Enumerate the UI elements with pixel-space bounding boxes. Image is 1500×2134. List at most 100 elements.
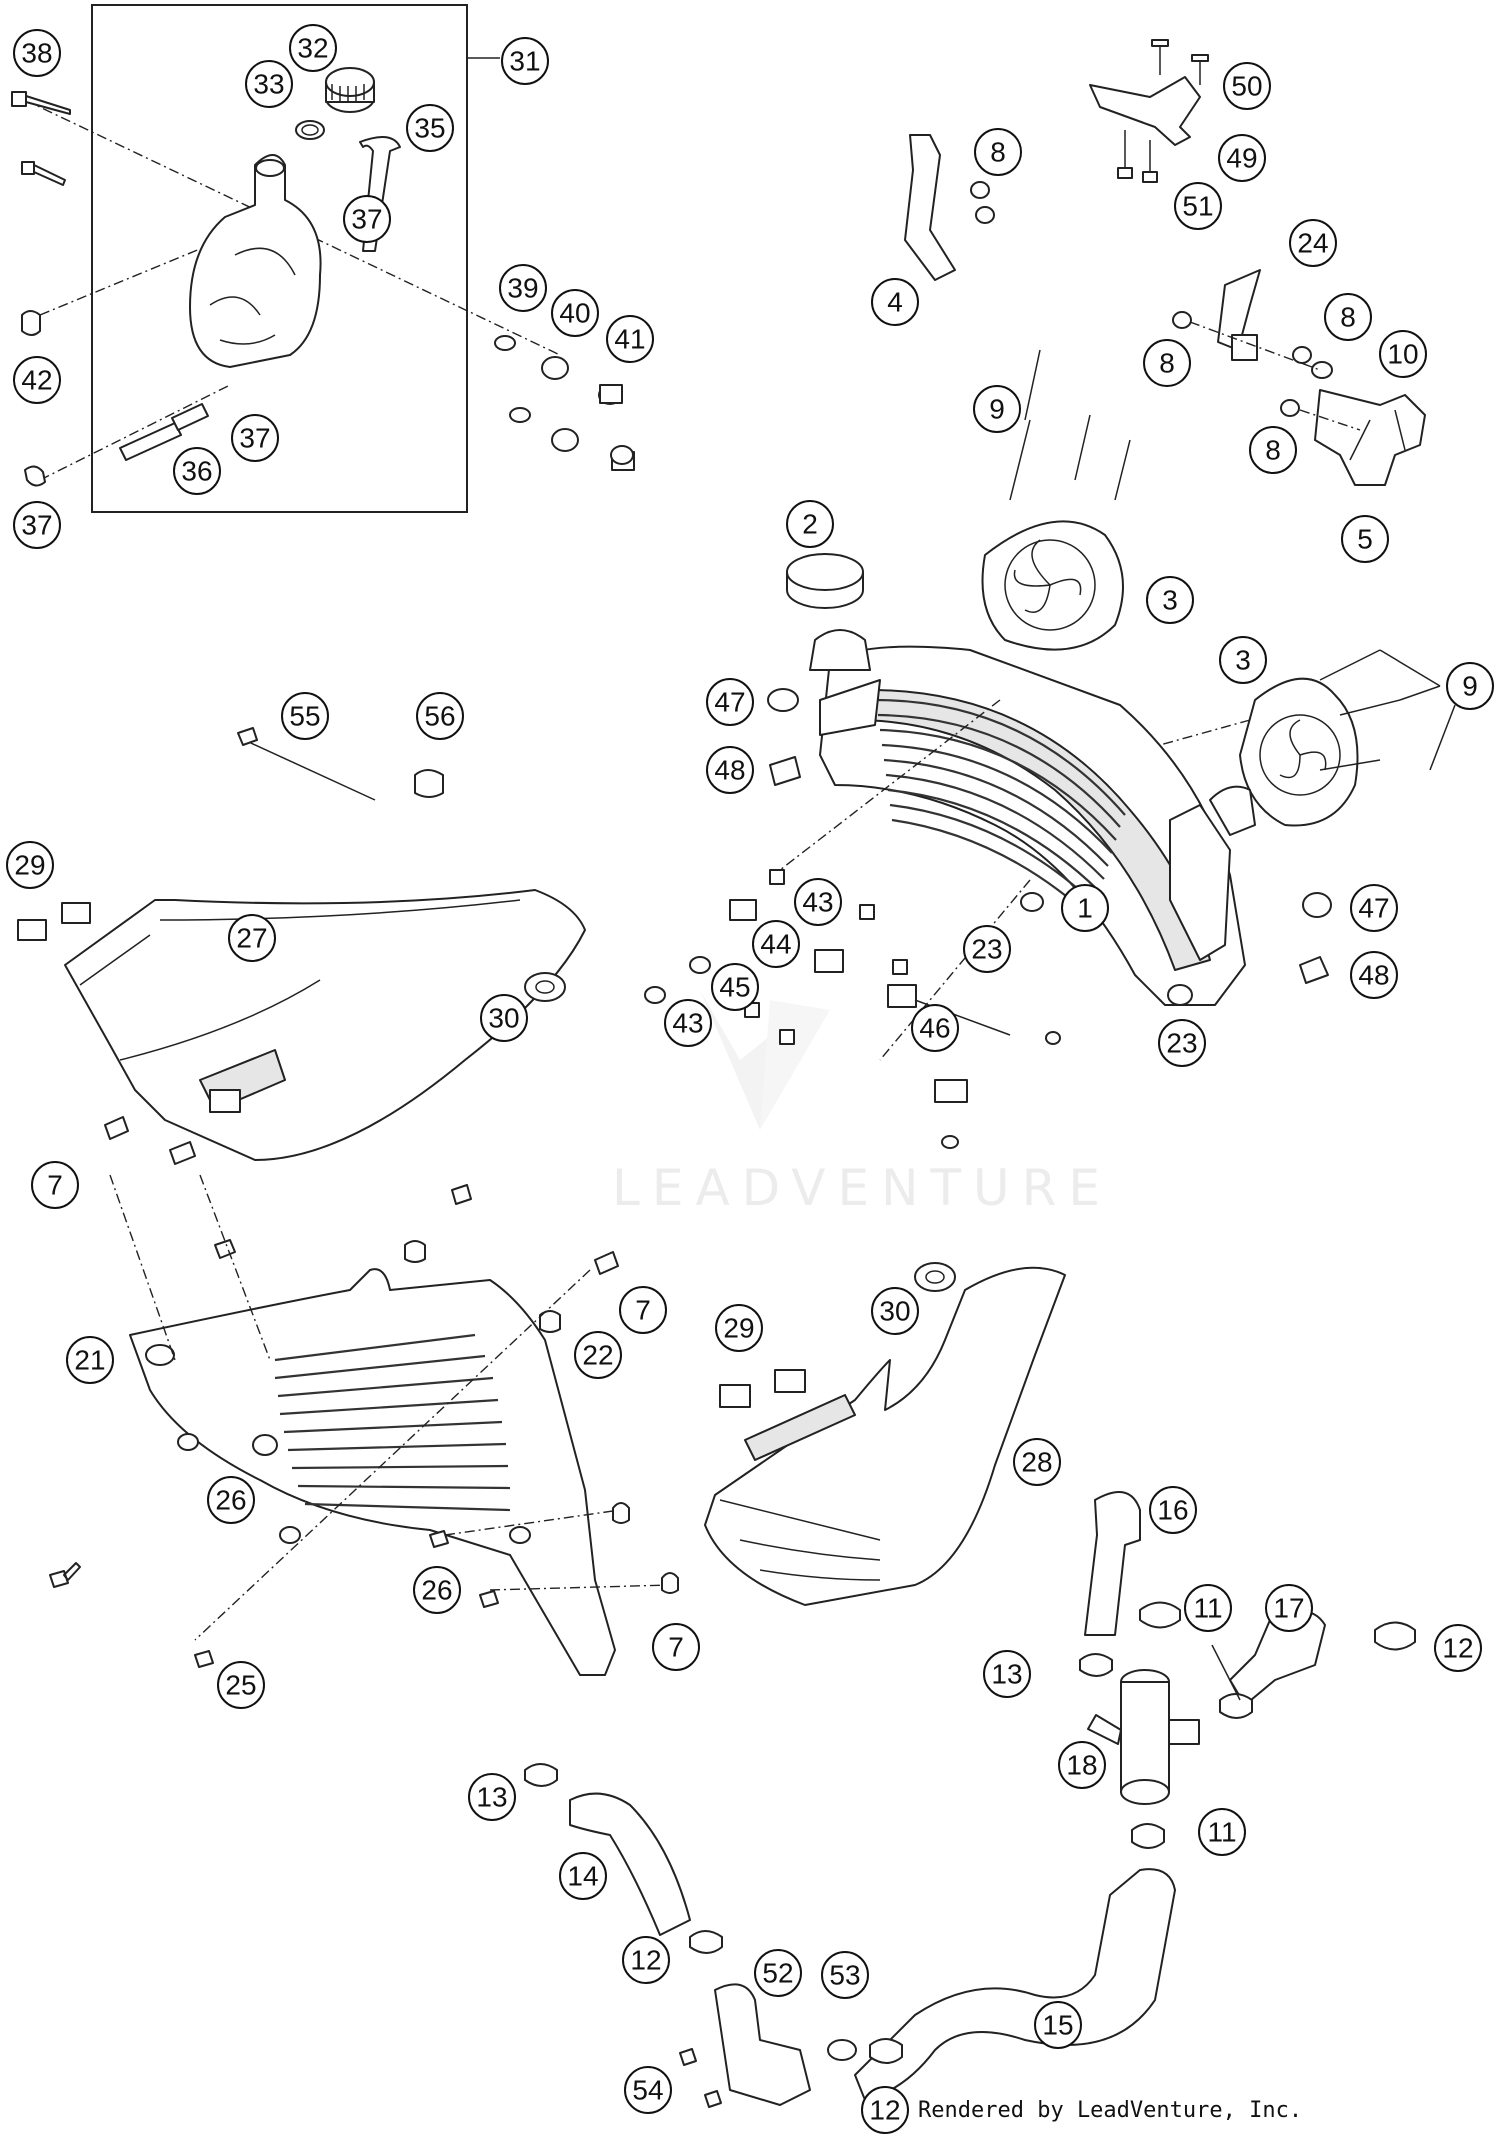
bracket-49 (1089, 76, 1201, 146)
callout-48: 48 (706, 746, 754, 794)
callout-label: 12 (1442, 1633, 1473, 1664)
hose-15 (854, 1868, 1176, 2101)
callout-circle (622, 1936, 670, 1984)
callout-32: 32 (289, 24, 337, 72)
callout-22: 22 (574, 1331, 622, 1379)
callout-label: 9 (989, 394, 1005, 425)
callout-circle (501, 37, 549, 85)
callout-label: 31 (509, 46, 540, 77)
callout-circle (207, 1476, 255, 1524)
callout-2: 2 (786, 500, 834, 548)
callout-circle (13, 356, 61, 404)
callout-55: 55 (281, 692, 329, 740)
callout-label: 48 (714, 755, 745, 786)
callout-30: 30 (871, 1287, 919, 1335)
callout-label: 11 (1193, 1593, 1222, 1624)
brackets-group (904, 39, 1426, 486)
callout-37: 37 (343, 195, 391, 243)
credit-text: Rendered by LeadVenture, Inc. (918, 2098, 1302, 2123)
callout-37: 37 (231, 414, 279, 462)
callout-label: 43 (802, 887, 833, 918)
thermostat-18 (1087, 1669, 1200, 1805)
watermark-logo (700, 990, 830, 1130)
fan-3-lower (1239, 677, 1359, 827)
callout-circle (1013, 1438, 1061, 1486)
callout-label: 21 (74, 1345, 105, 1376)
callout-40: 40 (551, 289, 599, 337)
callout-circle (706, 678, 754, 726)
callout-label: 7 (668, 1632, 684, 1663)
callout-circle (974, 128, 1022, 176)
callout-circle (652, 1623, 700, 1671)
callout-label: 41 (614, 324, 645, 355)
callout-3: 3 (1219, 636, 1267, 684)
callout-circle (6, 841, 54, 889)
callout-54: 54 (624, 2066, 672, 2114)
callout-4: 4 (871, 278, 919, 326)
callout-42: 42 (13, 356, 61, 404)
callout-label: 37 (351, 204, 382, 235)
callout-circle (1379, 330, 1427, 378)
callout-label: 28 (1021, 1447, 1052, 1478)
callout-label: 50 (1231, 71, 1262, 102)
callout-circle (861, 2086, 909, 2134)
callout-label: 47 (714, 687, 745, 718)
callout-label: 23 (971, 934, 1002, 965)
callout-circle (1146, 576, 1194, 624)
callout-44: 44 (752, 920, 800, 968)
callout-circle (66, 1336, 114, 1384)
callout-26: 26 (413, 1566, 461, 1614)
callout-8: 8 (974, 128, 1022, 176)
callout-circle (624, 2066, 672, 2114)
callout-circle (754, 1949, 802, 1997)
callout-circle (871, 1287, 919, 1335)
callout-11: 11 (1198, 1808, 1246, 1856)
callout-circle (1061, 884, 1109, 932)
callout-label: 33 (253, 69, 284, 100)
callout-29: 29 (6, 841, 54, 889)
callout-label: 46 (919, 1013, 950, 1044)
callout-23: 23 (963, 925, 1011, 973)
expansion-tank (189, 154, 322, 368)
bracket-4 (904, 134, 956, 281)
grommet-30b (914, 1262, 956, 1292)
callout-circle (343, 195, 391, 243)
callout-label: 38 (21, 38, 52, 69)
callout-label: 49 (1226, 143, 1257, 174)
callout-30: 30 (480, 994, 528, 1042)
callout-31: 31 (501, 37, 549, 85)
tank-cap-32 (325, 67, 375, 113)
callout-49: 49 (1218, 134, 1266, 182)
callout-label: 29 (14, 850, 45, 881)
cable-tie-55 (239, 737, 376, 801)
callout-circle (1149, 1486, 1197, 1534)
callout-circle (606, 315, 654, 363)
callout-label: 11 (1207, 1817, 1236, 1848)
callout-8: 8 (1143, 339, 1191, 387)
callout-13: 13 (983, 1650, 1031, 1698)
callout-47: 47 (706, 678, 754, 726)
callout-label: 22 (582, 1340, 613, 1371)
callout-25: 25 (217, 1661, 265, 1709)
callout-7: 7 (31, 1161, 79, 1209)
callout-28: 28 (1013, 1438, 1061, 1486)
callout-label: 3 (1162, 585, 1178, 616)
callout-label: 27 (236, 923, 267, 954)
callout-10: 10 (1379, 330, 1427, 378)
radiator-1 (819, 645, 1246, 1006)
callout-circle (559, 1852, 607, 1900)
callout-circle (231, 414, 279, 462)
callout-circle (715, 1304, 763, 1352)
callout-23: 23 (1158, 1019, 1206, 1067)
callout-label: 47 (1358, 893, 1389, 924)
callout-circle (289, 24, 337, 72)
upper-fairing-27 (64, 889, 586, 1205)
callout-45: 45 (711, 963, 759, 1011)
callout-label: 14 (567, 1861, 598, 1892)
callout-label: 3 (1235, 645, 1251, 676)
callout-label: 51 (1182, 191, 1213, 222)
callout-label: 16 (1157, 1495, 1188, 1526)
callout-12: 12 (622, 1936, 670, 1984)
callout-37: 37 (13, 501, 61, 549)
callout-label: 13 (991, 1659, 1022, 1690)
